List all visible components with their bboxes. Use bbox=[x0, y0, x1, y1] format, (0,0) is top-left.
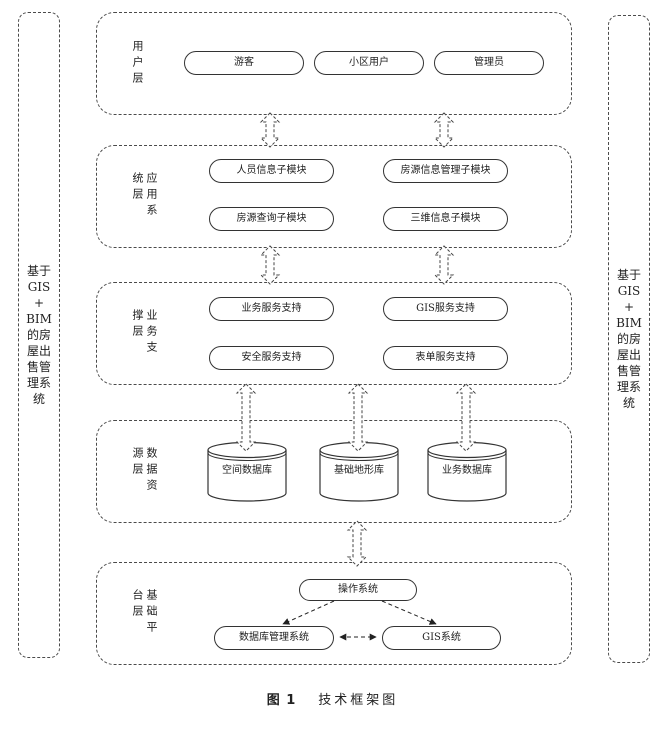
double-arrow-app-support-right bbox=[433, 245, 455, 285]
node-administrator: 管理员 bbox=[434, 51, 544, 75]
layer-user: 用户层 游客 小区用户 管理员 bbox=[96, 12, 572, 115]
node-listing-management-module: 房源信息管理子模块 bbox=[383, 159, 508, 183]
system-title-line: GIS bbox=[617, 284, 641, 298]
node-operating-system: 操作系统 bbox=[299, 579, 417, 601]
layer-label-data-resource: 数据资源层 bbox=[131, 446, 158, 495]
node-community-user: 小区用户 bbox=[314, 51, 424, 75]
database-label: 基础地形库 bbox=[334, 465, 384, 476]
node-business-database: 业务数据库 bbox=[427, 441, 507, 503]
layer-label-business-support: 业务支撑层 bbox=[131, 308, 158, 357]
database-label: 业务数据库 bbox=[442, 465, 492, 476]
layer-application-system: 应用系统层 人员信息子模块 房源信息管理子模块 房源查询子模块 三维信息子模块 bbox=[96, 145, 572, 248]
layer-base-platform: 基础平台层 操作系统 数据库管理系统 GIS系统 bbox=[96, 562, 572, 665]
node-form-service-support: 表单服务支持 bbox=[383, 346, 508, 370]
layer-label-application-system: 应用系统层 bbox=[131, 171, 158, 220]
system-title-line: 的房 bbox=[26, 328, 51, 342]
double-arrow-user-app-left bbox=[259, 112, 281, 148]
system-title-line: 的房 bbox=[616, 332, 641, 346]
node-gis-service-support: GIS服务支持 bbox=[383, 297, 508, 321]
figure-title: 技术框架图 bbox=[318, 693, 399, 708]
layer-label-user: 用户层 bbox=[131, 39, 144, 88]
system-title-line: 售管 bbox=[26, 360, 51, 374]
system-title-line: + bbox=[623, 300, 635, 314]
figure-number: 图 1 bbox=[266, 693, 297, 708]
layer-business-support: 业务支撑层 业务服务支持 GIS服务支持 安全服务支持 表单服务支持 bbox=[96, 282, 572, 385]
figure-caption: 图 1 技术框架图 bbox=[0, 692, 665, 710]
system-title-line: BIM bbox=[26, 312, 52, 326]
node-personnel-info-module: 人员信息子模块 bbox=[209, 159, 334, 183]
system-title-left: 基于 GIS + BIM 的房 屋出 售管 理系 统 bbox=[26, 263, 52, 407]
system-title-line: + bbox=[33, 296, 45, 310]
system-title-line: 理系 bbox=[616, 380, 641, 394]
double-arrow-user-app-right bbox=[433, 112, 455, 148]
node-listing-query-module: 房源查询子模块 bbox=[209, 207, 334, 231]
system-title-line: 理系 bbox=[26, 376, 51, 390]
system-title-line: 基于 bbox=[616, 268, 641, 282]
node-base-terrain-database: 基础地形库 bbox=[319, 441, 399, 503]
node-visitor: 游客 bbox=[184, 51, 304, 75]
system-title-line: 统 bbox=[622, 396, 635, 410]
node-business-service-support: 业务服务支持 bbox=[209, 297, 334, 321]
system-title-line: 统 bbox=[32, 392, 45, 406]
system-title-line: BIM bbox=[616, 316, 642, 330]
layer-label-base-platform: 基础平台层 bbox=[131, 588, 158, 637]
system-title-box-right: 基于 GIS + BIM 的房 屋出 售管 理系 统 bbox=[608, 15, 650, 663]
node-dbms: 数据库管理系统 bbox=[214, 626, 334, 650]
node-3d-info-module: 三维信息子模块 bbox=[383, 207, 508, 231]
double-arrow-data-platform bbox=[346, 520, 368, 567]
system-title-line: 屋出 bbox=[616, 348, 641, 362]
node-spatial-database: 空间数据库 bbox=[207, 441, 287, 503]
node-security-service-support: 安全服务支持 bbox=[209, 346, 334, 370]
layer-data-resource: 数据资源层 空间数据库 基础地形库 业务数据库 bbox=[96, 420, 572, 523]
database-icon bbox=[319, 441, 399, 502]
system-title-line: 屋出 bbox=[26, 344, 51, 358]
system-title-line: 基于 bbox=[26, 264, 51, 278]
double-arrow-app-support-left bbox=[259, 245, 281, 285]
node-gis-system: GIS系统 bbox=[382, 626, 501, 650]
system-title-box-left: 基于 GIS + BIM 的房 屋出 售管 理系 统 bbox=[18, 12, 60, 658]
system-title-line: 售管 bbox=[616, 364, 641, 378]
database-label: 空间数据库 bbox=[222, 465, 272, 476]
system-title-right: 基于 GIS + BIM 的房 屋出 售管 理系 统 bbox=[616, 267, 642, 411]
system-title-line: GIS bbox=[27, 280, 51, 294]
